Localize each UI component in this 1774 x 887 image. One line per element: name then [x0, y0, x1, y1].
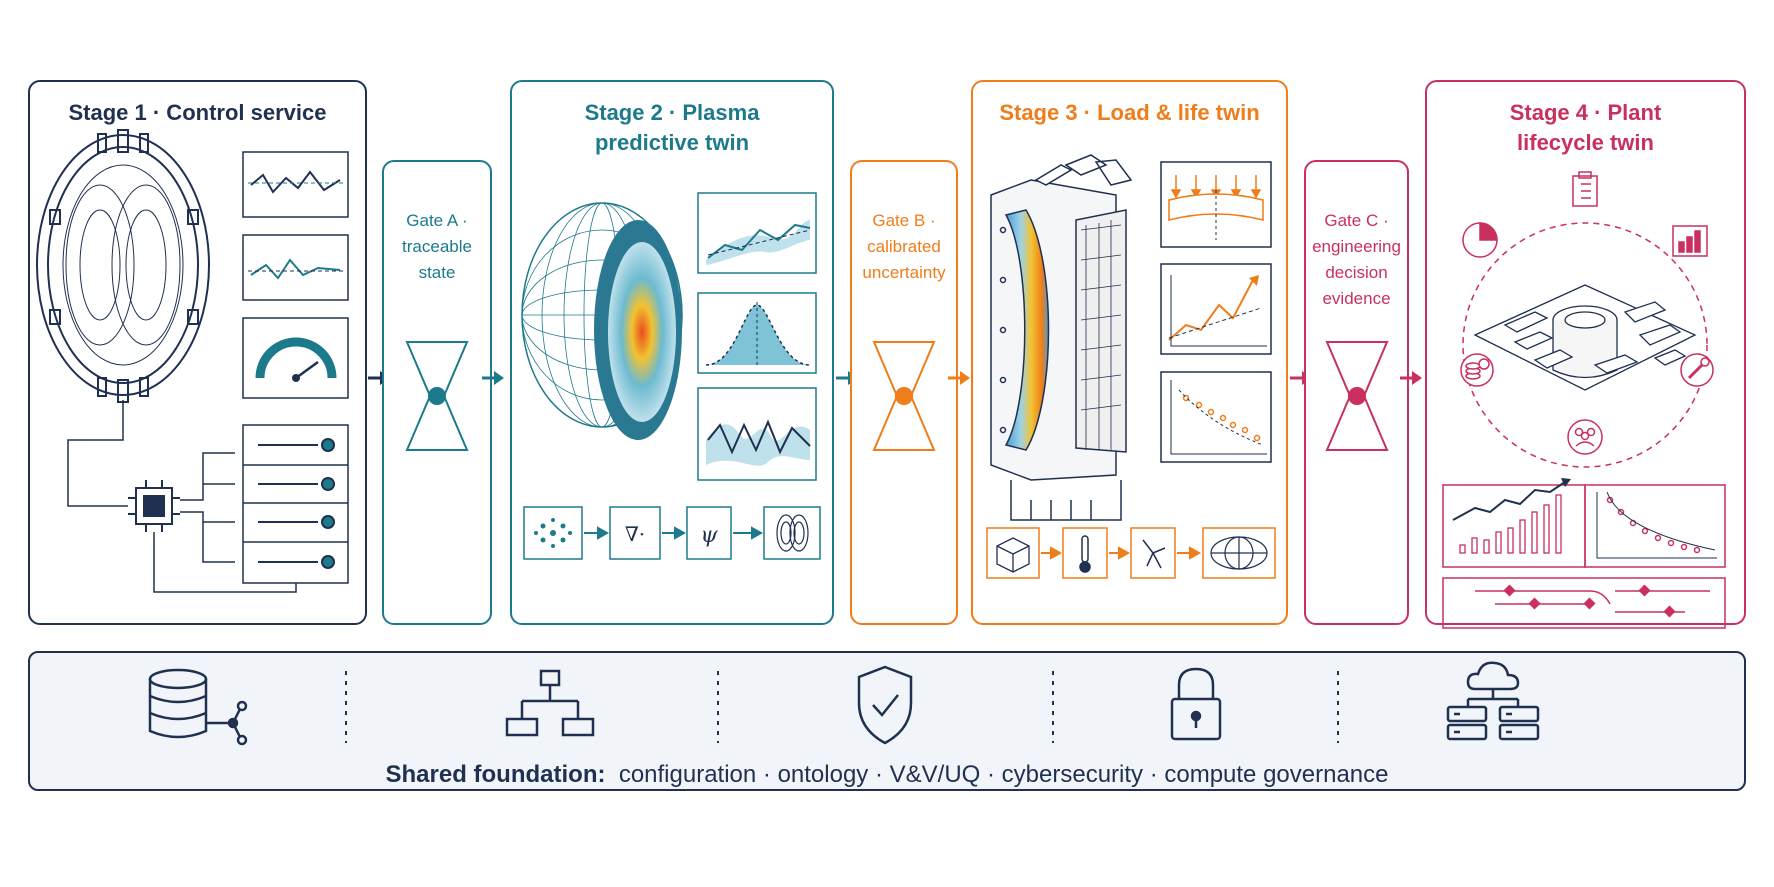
foundation-caption: Shared foundation: configuration · ontol… [30, 761, 1744, 789]
gate-c-line1: Gate C · [1324, 211, 1389, 230]
gate-c-line4: evidence [1322, 289, 1391, 308]
gate-b-line3: uncertainty [862, 263, 946, 282]
blanket-module-icon [990, 154, 1133, 521]
gauge-icon [255, 337, 337, 382]
stage-3-illustration [986, 154, 1276, 579]
stage-1-illustration [36, 129, 349, 593]
database-network-icon [148, 668, 248, 746]
maintenance-wrench-icon [1680, 353, 1714, 387]
foundation-icons [148, 661, 1540, 746]
stage-4-title-line1: Stage 4 · Plant [1509, 100, 1662, 125]
flow-arrow [1400, 371, 1422, 385]
stakeholders-icon [1567, 419, 1603, 455]
flow-arrow [482, 371, 504, 385]
gate-b-hourglass-icon [872, 341, 936, 451]
stage-4-illustration [1442, 171, 1726, 629]
component-mesh-icon [1210, 536, 1268, 570]
gate-b-line2: calibrated [867, 237, 941, 256]
plant-layout-icon [1473, 284, 1697, 391]
cost-icon [1460, 353, 1494, 387]
stage-1-title: Stage 1 · Control service [68, 100, 327, 125]
foundation-items: configuration · ontology · V&V/UQ · cybe… [618, 761, 1389, 788]
crack-icon [1142, 539, 1166, 569]
gate-b-line1: Gate B · [872, 211, 936, 230]
cloud-server-icon [1446, 661, 1540, 741]
processor-chip-icon [128, 480, 180, 532]
psi-symbol: ψ [700, 523, 718, 548]
gate-a-line3: state [418, 263, 456, 282]
stage-2-title-line1: Stage 2 · Plasma [584, 100, 760, 125]
flux-surface-icon [776, 514, 809, 552]
shield-check-icon [857, 665, 913, 745]
gate-c-line3: decision [1325, 263, 1388, 282]
gate-a-line2: traceable [402, 237, 472, 256]
gate-a-line1: Gate A · [406, 211, 468, 230]
stage-3-title: Stage 3 · Load & life twin [999, 100, 1260, 125]
particle-cloud-icon [534, 518, 572, 548]
bar-chart-icon [1672, 225, 1708, 257]
gate-a-hourglass-icon [405, 341, 469, 451]
mesh-cube-icon [996, 537, 1030, 573]
pie-chart-icon [1462, 222, 1498, 258]
shared-foundation-panel: Shared foundation: configuration · ontol… [28, 651, 1746, 791]
gate-c-line2: engineering [1312, 237, 1401, 256]
gate-c-hourglass-icon [1325, 341, 1389, 451]
stage-2-illustration: ∇· ψ [521, 192, 821, 560]
stage-2-title-line2: predictive twin [594, 130, 750, 155]
hierarchy-icon [505, 669, 595, 737]
stage-4-title-line2: lifecycle twin [1517, 130, 1654, 155]
stage-1-panel: Stage 1 · Control service [28, 80, 367, 625]
thermometer-icon [1079, 535, 1091, 573]
checklist-icon [1572, 171, 1598, 207]
flow-arrow [948, 371, 970, 385]
lock-icon [1170, 667, 1222, 741]
foundation-label: Shared foundation: [385, 761, 606, 788]
divergence-operator: ∇· [625, 522, 645, 546]
tokamak-cross-section-icon [36, 129, 210, 403]
